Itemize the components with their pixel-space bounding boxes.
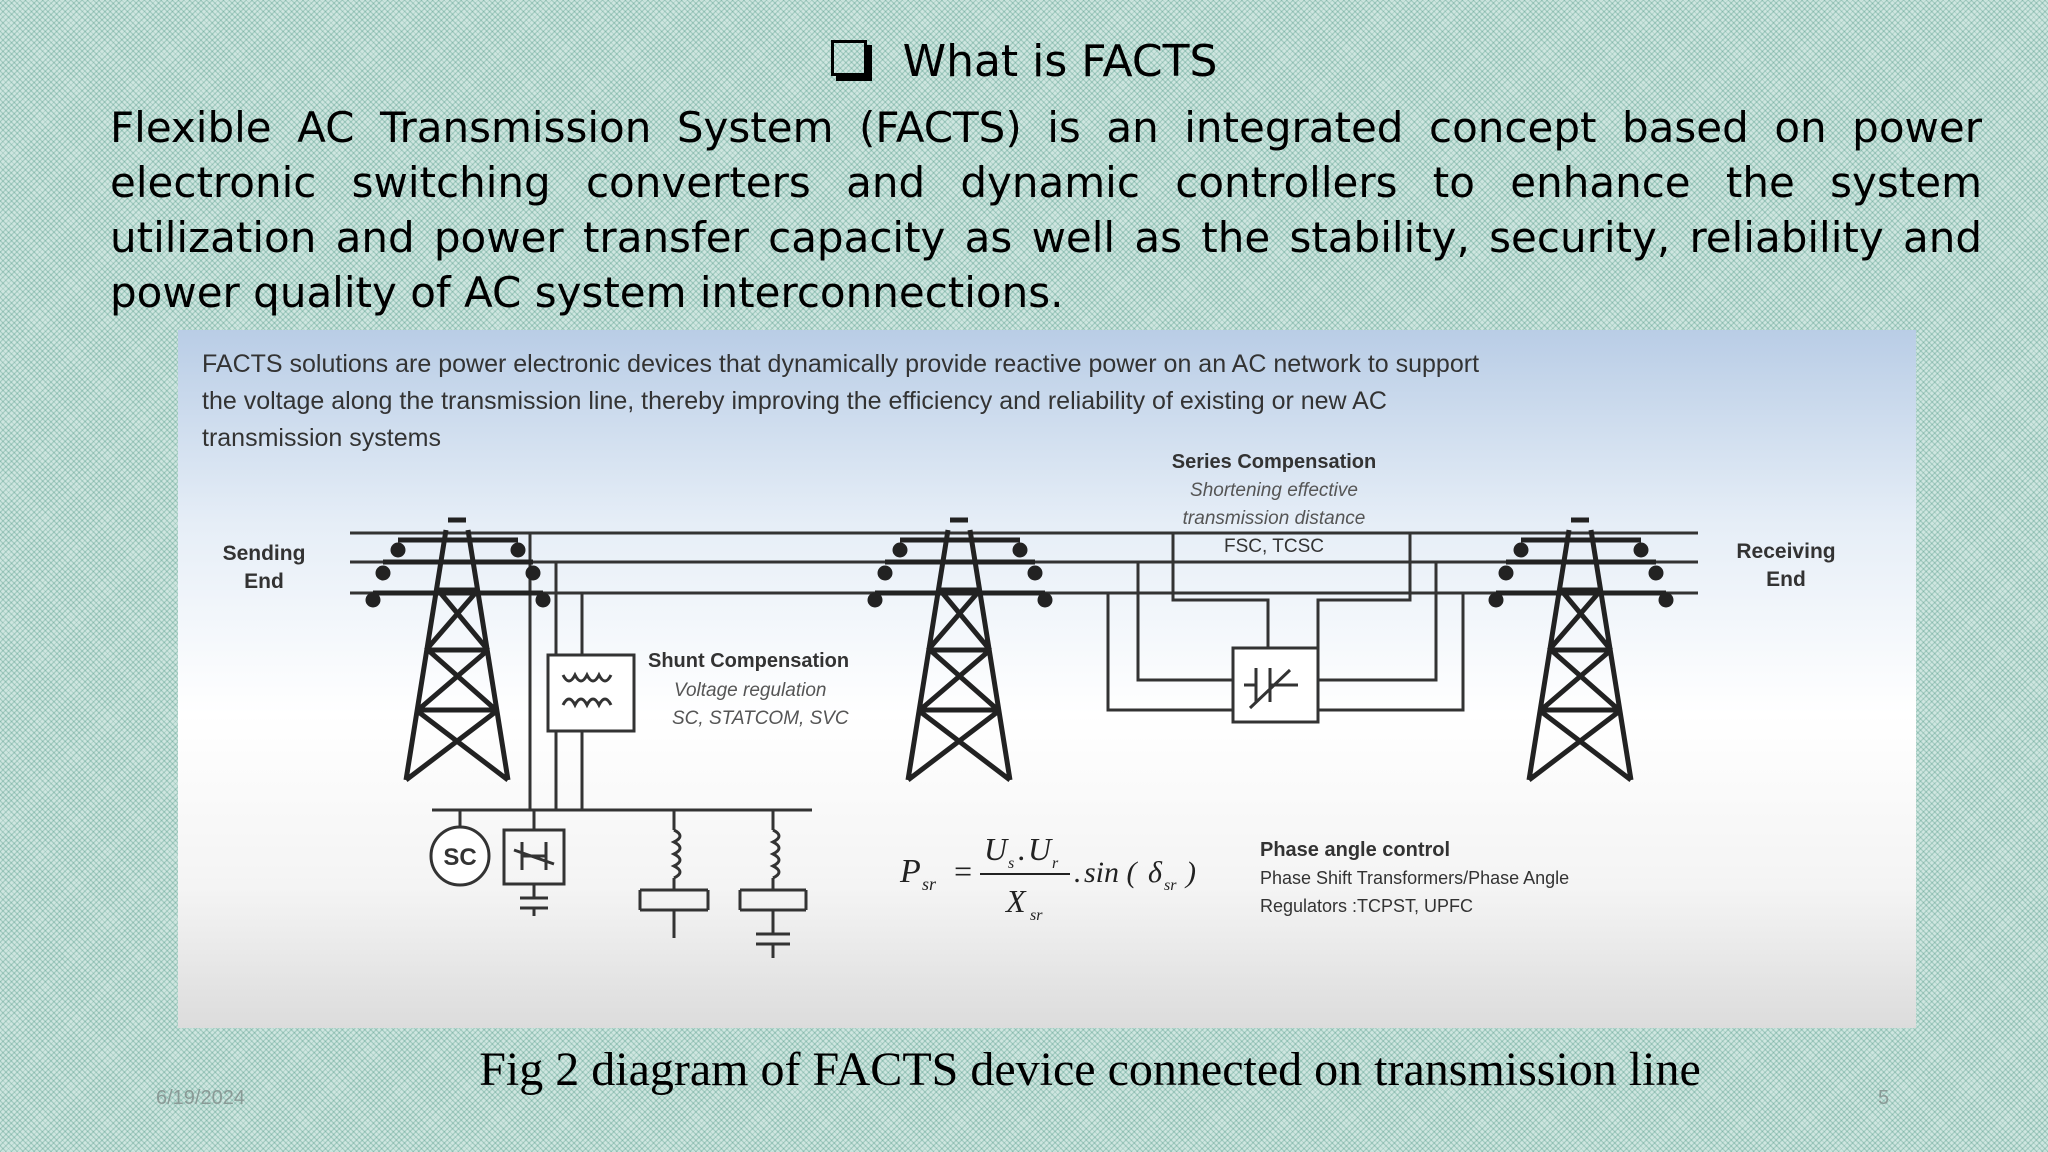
series-compensator-icon [1231, 646, 1320, 724]
formula-lhs: P [899, 853, 921, 890]
formula-numerator-2: U [1028, 831, 1053, 867]
intro-line-1: FACTS solutions are power electronic dev… [202, 350, 1479, 378]
slide-title-text: What is FACTS [902, 36, 1218, 87]
formula-denominator: X [1004, 883, 1027, 919]
sc-label: SC [443, 844, 476, 871]
svg-text:=: = [952, 853, 974, 889]
phase-angle-desc-2: Regulators :TCPST, UPFC [1260, 896, 1473, 916]
series-compensation-desc-1: Shortening effective [1190, 480, 1358, 501]
tower-3 [1488, 517, 1674, 782]
definition-paragraph: Flexible AC Transmission System (FACTS) … [110, 103, 1982, 317]
intro-line-3: transmission systems [202, 424, 441, 452]
receiving-end-label-2: End [1766, 568, 1806, 591]
formula-sin: sin ( [1084, 856, 1139, 889]
slide-date: 6/19/2024 [156, 1087, 245, 1109]
checkbox-bullet-icon [830, 40, 867, 76]
receiving-end-label-1: Receiving [1736, 540, 1835, 563]
svg-text:.: . [1074, 856, 1082, 889]
shunt-compensation-types: SC, STATCOM, SVC [672, 708, 849, 729]
shunt-compensation-desc: Voltage regulation [674, 680, 826, 701]
formula-denominator-sub: sr [1030, 907, 1043, 924]
tower-1 [365, 517, 551, 782]
slide-title: What is FACTS [0, 34, 2048, 90]
phase-angle-title: Phase angle control [1260, 839, 1450, 861]
facts-diagram: FACTS solutions are power electronic dev… [178, 330, 1916, 1028]
shunt-transformer-icon [546, 653, 636, 733]
formula-close: ) [1184, 856, 1196, 889]
sending-end-label-2: End [244, 570, 284, 593]
svg-text:.: . [1018, 831, 1026, 867]
formula-lhs-sub: sr [922, 874, 937, 894]
shunt-compensation-title: Shunt Compensation [648, 650, 849, 672]
phase-angle-desc-1: Phase Shift Transformers/Phase Angle [1260, 868, 1569, 888]
facts-diagram-svg: FACTS solutions are power electronic dev… [202, 350, 1836, 958]
shunt-devices [432, 808, 812, 958]
series-compensation-desc-2: transmission distance [1183, 508, 1366, 529]
series-compensation-title: Series Compensation [1172, 451, 1377, 473]
series-compensation-types: FSC, TCSC [1224, 536, 1324, 557]
slide-page-number: 5 [1878, 1087, 1890, 1109]
sc-circle-icon: SC [429, 825, 491, 887]
formula-numerator-1: U [984, 831, 1009, 867]
figure-caption: Fig 2 diagram of FACTS device connected … [479, 1043, 1701, 1096]
intro-line-2: the voltage along the transmission line,… [202, 387, 1387, 415]
formula-numerator-sub-2: r [1052, 855, 1059, 872]
formula-delta: δ [1148, 856, 1163, 889]
tower-2 [867, 517, 1053, 782]
power-formula: P sr = U s . U r X sr . sin ( δ sr ) [899, 831, 1196, 924]
sending-end-label-1: Sending [223, 542, 306, 565]
formula-delta-sub: sr [1164, 877, 1177, 894]
formula-numerator-sub-1: s [1008, 855, 1014, 872]
